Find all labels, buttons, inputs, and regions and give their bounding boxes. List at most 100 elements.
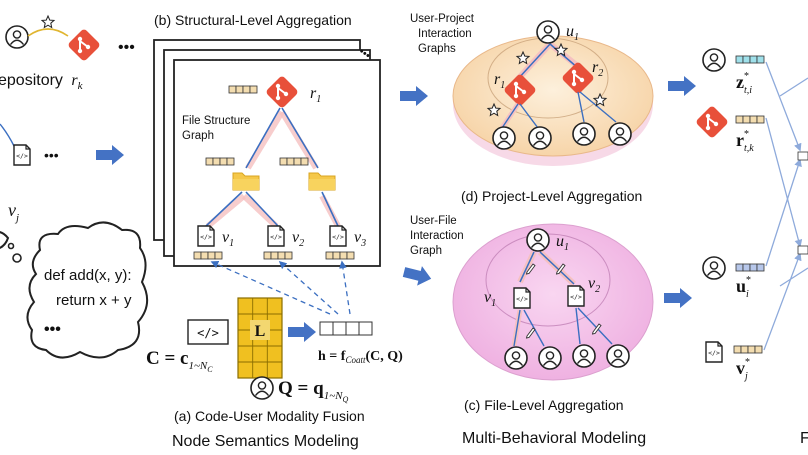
leaf-2-embedding xyxy=(263,251,293,260)
repo-1-label: r1 xyxy=(494,71,505,91)
leaf-3-embedding xyxy=(325,251,355,260)
coattention-matrix: L xyxy=(237,297,283,379)
file-node-icon xyxy=(197,225,215,247)
edge xyxy=(539,251,575,285)
connector xyxy=(779,77,808,97)
tree-edge xyxy=(321,191,339,227)
edge xyxy=(579,91,617,123)
user-icon xyxy=(536,20,560,44)
C-sub2: C xyxy=(207,365,213,374)
cut-caption: F xyxy=(800,430,808,447)
code-line-1: def add(x, y): xyxy=(44,267,132,284)
repository-var: r xyxy=(71,72,78,89)
edge xyxy=(575,307,581,345)
connector xyxy=(765,158,802,267)
user-icon xyxy=(608,122,632,146)
code-tag: </> xyxy=(197,326,219,340)
file-graph-label-2: Interaction xyxy=(410,230,464,242)
h-vector xyxy=(319,321,373,336)
h-eq: h = f xyxy=(318,349,346,364)
file-user-var: u xyxy=(556,233,564,250)
file-edge xyxy=(0,123,15,147)
edge xyxy=(577,91,585,123)
file-sub: j xyxy=(14,212,19,224)
file-disc xyxy=(452,223,654,381)
v-sup: * xyxy=(745,357,750,368)
graph-label-line-1: File Structure xyxy=(182,115,250,127)
user-icon xyxy=(250,376,274,400)
r-vector xyxy=(735,115,765,124)
file-node-icon xyxy=(567,285,585,307)
file-node-icon xyxy=(513,287,531,309)
left-user-repo-row: ••• xyxy=(5,15,135,63)
attention-halo xyxy=(241,193,279,229)
code-ellipsis: ••• xyxy=(44,321,61,338)
user-icon xyxy=(572,344,596,368)
file-2-var: v xyxy=(588,275,596,292)
root-embedding xyxy=(228,85,258,94)
leaf-3-label: v3 xyxy=(354,229,366,249)
file-title: (c) File-Level Aggregation xyxy=(464,397,624,413)
code-cloud-shape xyxy=(26,221,149,359)
fusion-title: (a) Code-User Modality Fusion xyxy=(174,408,365,424)
ellipsis-file: ••• xyxy=(44,147,59,163)
file-2-label: v2 xyxy=(588,275,600,295)
star-icon xyxy=(41,15,55,28)
C-equation: C = c1~NC xyxy=(146,348,213,374)
file-var: v xyxy=(8,200,16,220)
z-sub: t,i xyxy=(744,85,752,96)
project-user-label: u1 xyxy=(566,23,579,43)
r-sup: * xyxy=(744,129,749,140)
user-icon xyxy=(504,346,528,370)
repo-2-var: r xyxy=(592,59,599,76)
edge xyxy=(501,103,519,129)
repository-word: epository xyxy=(0,72,63,89)
user-icon xyxy=(606,344,630,368)
root-var: r xyxy=(310,85,317,102)
C-sub: 1~N xyxy=(188,360,207,372)
matrix-label: L xyxy=(255,323,266,340)
fusion-feedback-arrows xyxy=(210,260,351,315)
v-sub: j xyxy=(743,371,748,382)
arrow-file-to-embeddings xyxy=(664,288,692,308)
user-icon xyxy=(702,48,726,72)
dashed-arrow xyxy=(339,260,351,315)
r-sub: t,k xyxy=(744,143,754,154)
tree-edge xyxy=(281,107,319,169)
repository-label: epository rk xyxy=(0,72,84,92)
file-node-icon xyxy=(329,225,347,247)
repo-1-var: r xyxy=(494,71,501,88)
repo-2-label: r2 xyxy=(592,59,603,79)
user-icon xyxy=(538,346,562,370)
r-var: r xyxy=(736,130,744,150)
Q-eq: Q = q xyxy=(278,378,324,399)
v-label: v*j xyxy=(736,357,750,382)
interaction-edge xyxy=(27,28,69,37)
leaf-1-var: v xyxy=(222,229,230,246)
Q-equation: Q = q1~NQ xyxy=(278,378,348,404)
left-file-row: ••• xyxy=(0,123,124,166)
arrow-to-structural xyxy=(96,145,124,165)
file-2-sub: 2 xyxy=(595,284,600,295)
repository-git-icon xyxy=(66,27,102,63)
file-icon xyxy=(705,341,723,363)
v-vector xyxy=(733,345,763,354)
attention-halo xyxy=(245,110,285,170)
leaf-2-sub: 2 xyxy=(299,238,304,249)
user-icon xyxy=(572,122,596,146)
connector xyxy=(765,61,802,152)
h-args: (C, Q) xyxy=(365,349,403,364)
repository-git-icon xyxy=(694,104,730,140)
project-graph-label-2: Interaction xyxy=(418,28,472,40)
arrow-project-to-embeddings xyxy=(668,76,696,96)
edge xyxy=(516,43,551,81)
code-cloud: def add(x, y): return x + y ••• xyxy=(0,221,149,359)
file-1-sub: 1 xyxy=(491,298,496,309)
file-1-label: v1 xyxy=(484,289,496,309)
user-icon xyxy=(5,25,29,49)
file-user-label: u1 xyxy=(556,233,569,253)
z-vector xyxy=(735,55,765,64)
folder-icon xyxy=(308,172,336,191)
connector xyxy=(763,252,802,351)
